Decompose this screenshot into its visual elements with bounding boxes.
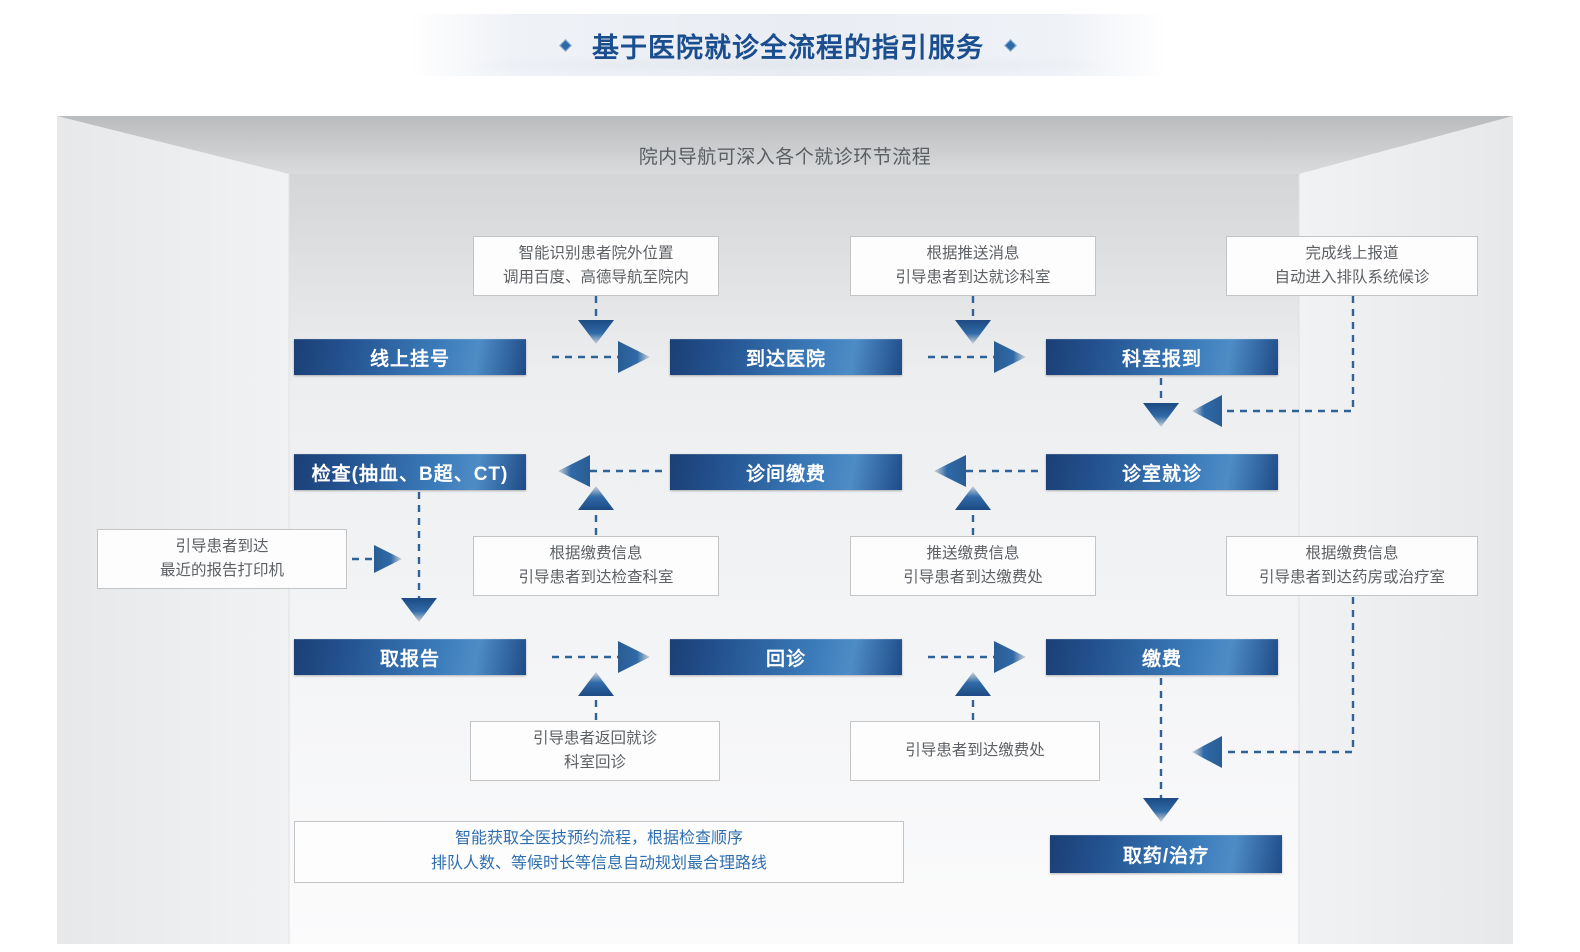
process-box-department-checkin[interactable]: 科室报到 [1046,339,1278,375]
process-box-label: 取药/治疗 [1122,845,1210,867]
process-box-medicine-treatment[interactable]: 取药/治疗 [1050,835,1282,873]
page-title-banner: 基于医院就诊全流程的指引服务 [408,14,1168,76]
process-box-label: 诊室就诊 [1121,463,1202,485]
note-payment-to-exam: 根据缴费信息 引导患者到达检查科室 [473,536,719,596]
note-nearest-printer: 引导患者到达 最近的报告打印机 [97,529,347,589]
process-box-arrive-hospital[interactable]: 到达医院 [670,339,902,375]
process-box-online-registration[interactable]: 线上挂号 [294,339,526,375]
note-line: 引导患者返回就诊 [532,729,657,747]
note-online-checkin: 完成线上报道 自动进入排队系统候诊 [1226,236,1478,296]
process-box-label: 回诊 [765,648,806,670]
process-box-label: 线上挂号 [369,348,450,370]
note-line: 自动进入排队系统候诊 [1274,269,1430,286]
note-line: 引导患者到达就诊科室 [895,269,1051,286]
process-box-examination[interactable]: 检查(抽血、B超、CT) [294,454,526,490]
note-line: 引导患者到达检查科室 [518,569,674,586]
process-box-label: 科室报到 [1121,348,1202,370]
process-box-consultation[interactable]: 诊室就诊 [1046,454,1278,490]
note-line: 引导患者到达缴费处 [905,741,1045,759]
note-go-to-payment: 引导患者到达缴费处 [850,721,1100,781]
note-line: 最近的报告打印机 [159,562,284,579]
process-box-collect-report[interactable]: 取报告 [294,639,526,675]
process-box-clinic-payment[interactable]: 诊间缴费 [670,454,902,490]
note-line: 根据推送消息 [926,244,1020,262]
note-line: 排队人数、等候时长等信息自动规划最合理路线 [430,855,767,872]
process-box-label: 检查(抽血、B超、CT) [311,463,509,485]
note-push-message: 根据推送消息 引导患者到达就诊科室 [850,236,1096,296]
note-push-payment: 推送缴费信息 引导患者到达缴费处 [850,536,1096,596]
note-line: 科室回诊 [563,754,626,771]
container-subtitle: 院内导航可深入各个就诊环节流程 [638,147,932,168]
diamond-left-icon [559,38,572,52]
process-box-label: 诊间缴费 [745,463,826,485]
note-line: 根据缴费信息 [1305,544,1399,562]
note-line: 智能识别患者院外位置 [518,244,674,262]
note-line: 调用百度、高德导航至院内 [502,269,689,286]
note-line: 根据缴费信息 [549,544,643,562]
note-line: 引导患者到达缴费处 [903,569,1043,586]
process-box-return-visit[interactable]: 回诊 [670,639,902,675]
page-title: 基于医院就诊全流程的指引服务 [592,32,984,63]
note-payment-to-pharmacy: 根据缴费信息 引导患者到达药房或治疗室 [1226,536,1478,596]
process-box-label: 缴费 [1141,648,1182,670]
note-line: 引导患者到达药房或治疗室 [1258,569,1445,586]
process-box-payment[interactable]: 缴费 [1046,639,1278,675]
diamond-right-icon [1004,38,1017,52]
note-outside-location: 智能识别患者院外位置 调用百度、高德导航至院内 [473,236,719,296]
process-box-label: 取报告 [379,648,440,670]
process-box-label: 到达医院 [745,348,826,370]
note-smart-route: 智能获取全医技预约流程，根据检查顺序 排队人数、等候时长等信息自动规划最合理路线 [294,821,904,883]
note-line: 完成线上报道 [1305,244,1399,262]
note-line: 推送缴费信息 [926,544,1020,562]
note-return-department: 引导患者返回就诊 科室回诊 [470,721,720,781]
note-line: 引导患者到达 [175,537,269,555]
note-line: 智能获取全医技预约流程，根据检查顺序 [454,830,743,848]
